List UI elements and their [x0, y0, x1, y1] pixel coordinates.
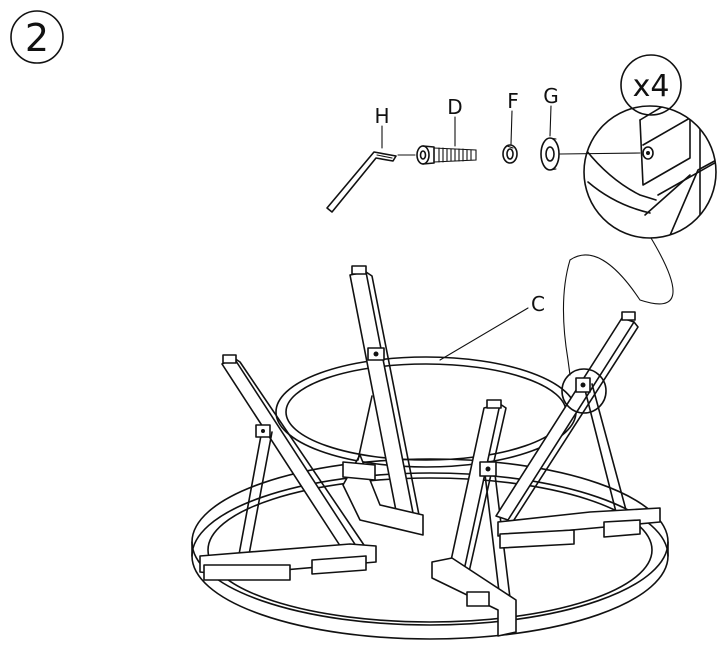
hardware-row: H D F G	[326, 84, 641, 213]
ring-c	[275, 356, 577, 468]
step-number: 2	[25, 16, 49, 60]
joint-highlight	[561, 368, 607, 414]
quantity-label: x4	[633, 69, 670, 104]
quantity-callout: x4	[620, 54, 682, 116]
step-badge: 2	[10, 10, 64, 64]
spring-washer-icon	[502, 144, 518, 164]
hex-key-icon	[326, 151, 397, 213]
label-g: G	[543, 84, 559, 108]
label-f: F	[507, 89, 519, 113]
bolt-icon	[416, 145, 477, 165]
flat-washer-icon	[540, 137, 560, 171]
label-h: H	[374, 104, 389, 128]
callout-connector	[562, 237, 674, 376]
base-tray	[191, 458, 669, 640]
label-d: D	[447, 95, 462, 119]
leg-right	[495, 311, 661, 549]
detail-magnifier	[583, 105, 717, 239]
label-c: C	[531, 292, 545, 316]
leg-left	[199, 354, 377, 581]
leg-back	[342, 265, 424, 536]
